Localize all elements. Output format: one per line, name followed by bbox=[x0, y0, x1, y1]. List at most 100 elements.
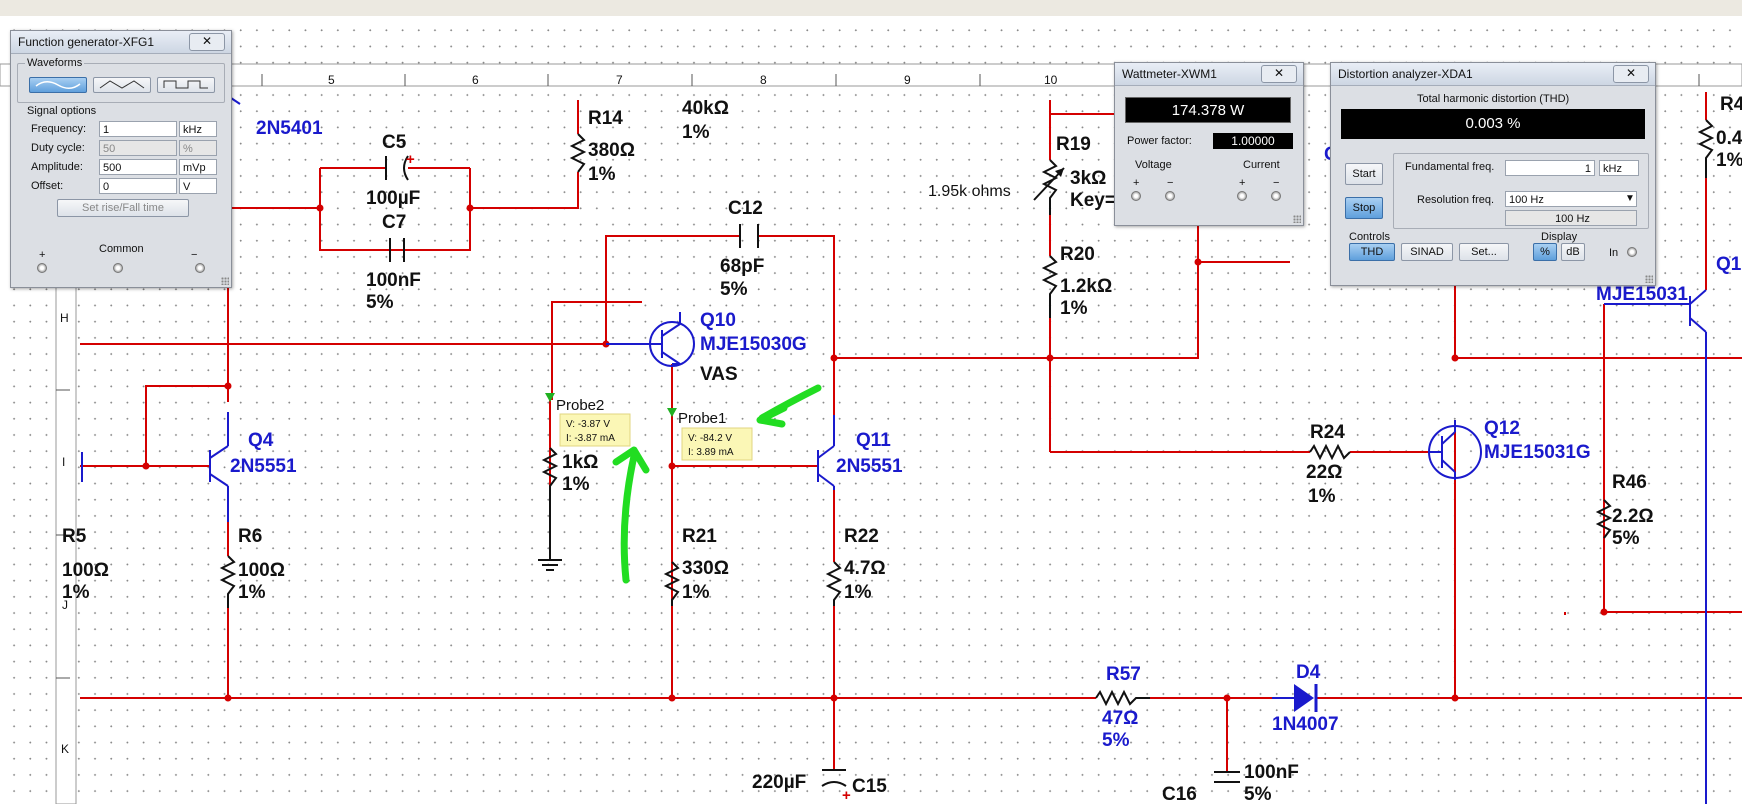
amplitude-unit[interactable]: mVp bbox=[179, 159, 217, 175]
voltage-minus-terminal[interactable] bbox=[1165, 191, 1175, 201]
q10-model: MJE15030G bbox=[700, 334, 807, 355]
amplitude-input[interactable]: 500 bbox=[99, 159, 177, 175]
r6-name: R6 bbox=[238, 526, 262, 547]
start-button[interactable]: Start bbox=[1345, 163, 1383, 185]
percent-button[interactable]: % bbox=[1533, 243, 1557, 261]
waveforms-group bbox=[17, 63, 225, 103]
resistor-r46 bbox=[1595, 499, 1613, 539]
sinad-button[interactable]: SINAD bbox=[1401, 243, 1453, 261]
transistor-q11 bbox=[817, 415, 835, 490]
c7-name: C7 bbox=[382, 212, 406, 233]
r57-name: R57 bbox=[1106, 664, 1141, 685]
probe2-marker bbox=[545, 393, 555, 402]
square-wave-button[interactable] bbox=[157, 77, 215, 93]
c12-name: C12 bbox=[728, 198, 763, 219]
controls-label: Controls bbox=[1347, 231, 1392, 243]
terminal-minus[interactable] bbox=[195, 263, 205, 273]
chevron-down-icon[interactable]: ▼ bbox=[1625, 193, 1635, 204]
terminal-plus-label: + bbox=[39, 249, 46, 261]
q4-name: Q4 bbox=[248, 430, 274, 451]
r19-name: R19 bbox=[1056, 134, 1091, 155]
distortion-analyzer-titlebar[interactable]: Distortion analyzer-XDA1 ✕ bbox=[1331, 63, 1655, 86]
close-button[interactable]: ✕ bbox=[1613, 65, 1649, 83]
ruler-col-10: 10 bbox=[1044, 73, 1058, 87]
display-label: Display bbox=[1539, 231, 1580, 243]
window-title: Distortion analyzer-XDA1 bbox=[1338, 67, 1473, 81]
close-button[interactable]: ✕ bbox=[1261, 65, 1297, 83]
frequency-input[interactable]: 1 bbox=[99, 121, 177, 137]
transistor-q-right bbox=[1604, 289, 1707, 804]
r24-name: R24 bbox=[1310, 422, 1345, 443]
fundamental-freq-label: Fundamental freq. bbox=[1405, 161, 1495, 173]
offset-input[interactable]: 0 bbox=[99, 178, 177, 194]
q12-name: Q12 bbox=[1484, 418, 1520, 439]
terminal-minus-label: − bbox=[191, 249, 198, 261]
triangle-wave-button[interactable] bbox=[93, 77, 151, 93]
duty-cycle-input[interactable]: 50 bbox=[99, 140, 177, 156]
c16-value: 100nF bbox=[1244, 762, 1299, 783]
thd-button[interactable]: THD bbox=[1349, 243, 1395, 261]
resistor-r4 bbox=[1697, 119, 1715, 178]
current-plus-terminal[interactable] bbox=[1237, 191, 1247, 201]
probe2-current: I: -3.87 mA bbox=[566, 433, 615, 444]
transistor-q12 bbox=[1428, 420, 1482, 480]
resistor-r24 bbox=[1309, 443, 1351, 461]
ruler-row-i: I bbox=[62, 455, 65, 469]
signal-options-label: Signal options bbox=[25, 105, 99, 117]
c5-value: 100µF bbox=[366, 188, 420, 209]
resize-grip[interactable] bbox=[221, 277, 229, 285]
c12-tol: 5% bbox=[720, 279, 748, 300]
set-rise-fall-button[interactable]: Set rise/Fall time bbox=[57, 199, 189, 217]
resize-grip[interactable] bbox=[1293, 215, 1301, 223]
q10-name: Q10 bbox=[700, 310, 736, 331]
c15-plus: + bbox=[842, 787, 851, 804]
resize-grip[interactable] bbox=[1645, 275, 1653, 283]
r24-tol: 1% bbox=[1308, 486, 1336, 507]
voltage-plus-label: + bbox=[1133, 177, 1140, 189]
thd-readout: 0.003 % bbox=[1341, 109, 1645, 139]
fundamental-freq-unit[interactable]: kHz bbox=[1599, 160, 1639, 176]
r14-name: R14 bbox=[588, 108, 623, 129]
fundamental-freq-input[interactable]: 1 bbox=[1505, 160, 1595, 176]
voltage-plus-terminal[interactable] bbox=[1131, 191, 1141, 201]
ruler-col-6: 6 bbox=[472, 73, 479, 87]
resolution-freq-select[interactable]: 100 Hz bbox=[1505, 191, 1637, 207]
resolution-freq-label: Resolution freq. bbox=[1417, 194, 1495, 206]
r14-value: 380Ω bbox=[588, 140, 635, 161]
function-generator-titlebar[interactable]: Function generator-XFG1 ✕ bbox=[11, 31, 231, 54]
r-top-value: 40kΩ bbox=[682, 98, 729, 119]
ruler-col-5: 5 bbox=[328, 73, 335, 87]
db-button[interactable]: dB bbox=[1561, 243, 1585, 261]
r22-tol: 1% bbox=[844, 582, 872, 603]
terminal-plus[interactable] bbox=[37, 263, 47, 273]
offset-label: Offset: bbox=[31, 180, 64, 192]
offset-unit[interactable]: V bbox=[179, 178, 217, 194]
sine-wave-button[interactable] bbox=[29, 77, 87, 93]
waveforms-label: Waveforms bbox=[25, 57, 85, 69]
ruler-row-k: K bbox=[61, 742, 69, 756]
resistor-r6 bbox=[219, 555, 237, 608]
set-button[interactable]: Set... bbox=[1459, 243, 1509, 261]
q11-name: Q11 bbox=[856, 430, 891, 451]
current-minus-terminal[interactable] bbox=[1271, 191, 1281, 201]
r4-tol: 1% bbox=[1716, 150, 1742, 171]
resistor-r22 bbox=[825, 561, 843, 606]
r20-value: 1.2kΩ bbox=[1060, 276, 1112, 297]
resistor-1k bbox=[541, 447, 559, 498]
amplitude-label: Amplitude: bbox=[31, 161, 83, 173]
input-terminal[interactable] bbox=[1627, 247, 1637, 257]
toolbar-strip bbox=[0, 0, 1742, 16]
wattmeter-titlebar[interactable]: Wattmeter-XWM1 ✕ bbox=[1115, 63, 1303, 86]
frequency-unit[interactable]: kHz bbox=[179, 121, 217, 137]
ruler-col-8: 8 bbox=[760, 73, 767, 87]
c15-value: 220µF bbox=[752, 772, 806, 793]
r14-tol: 1% bbox=[588, 164, 616, 185]
stop-button[interactable]: Stop bbox=[1345, 197, 1383, 219]
q-top-model: 2N5401 bbox=[256, 118, 323, 139]
terminal-common[interactable] bbox=[113, 263, 123, 273]
close-button[interactable]: ✕ bbox=[189, 33, 225, 51]
duty-cycle-unit[interactable]: % bbox=[179, 140, 217, 156]
r5-name: R5 bbox=[62, 526, 87, 547]
settings-group bbox=[1393, 153, 1649, 229]
